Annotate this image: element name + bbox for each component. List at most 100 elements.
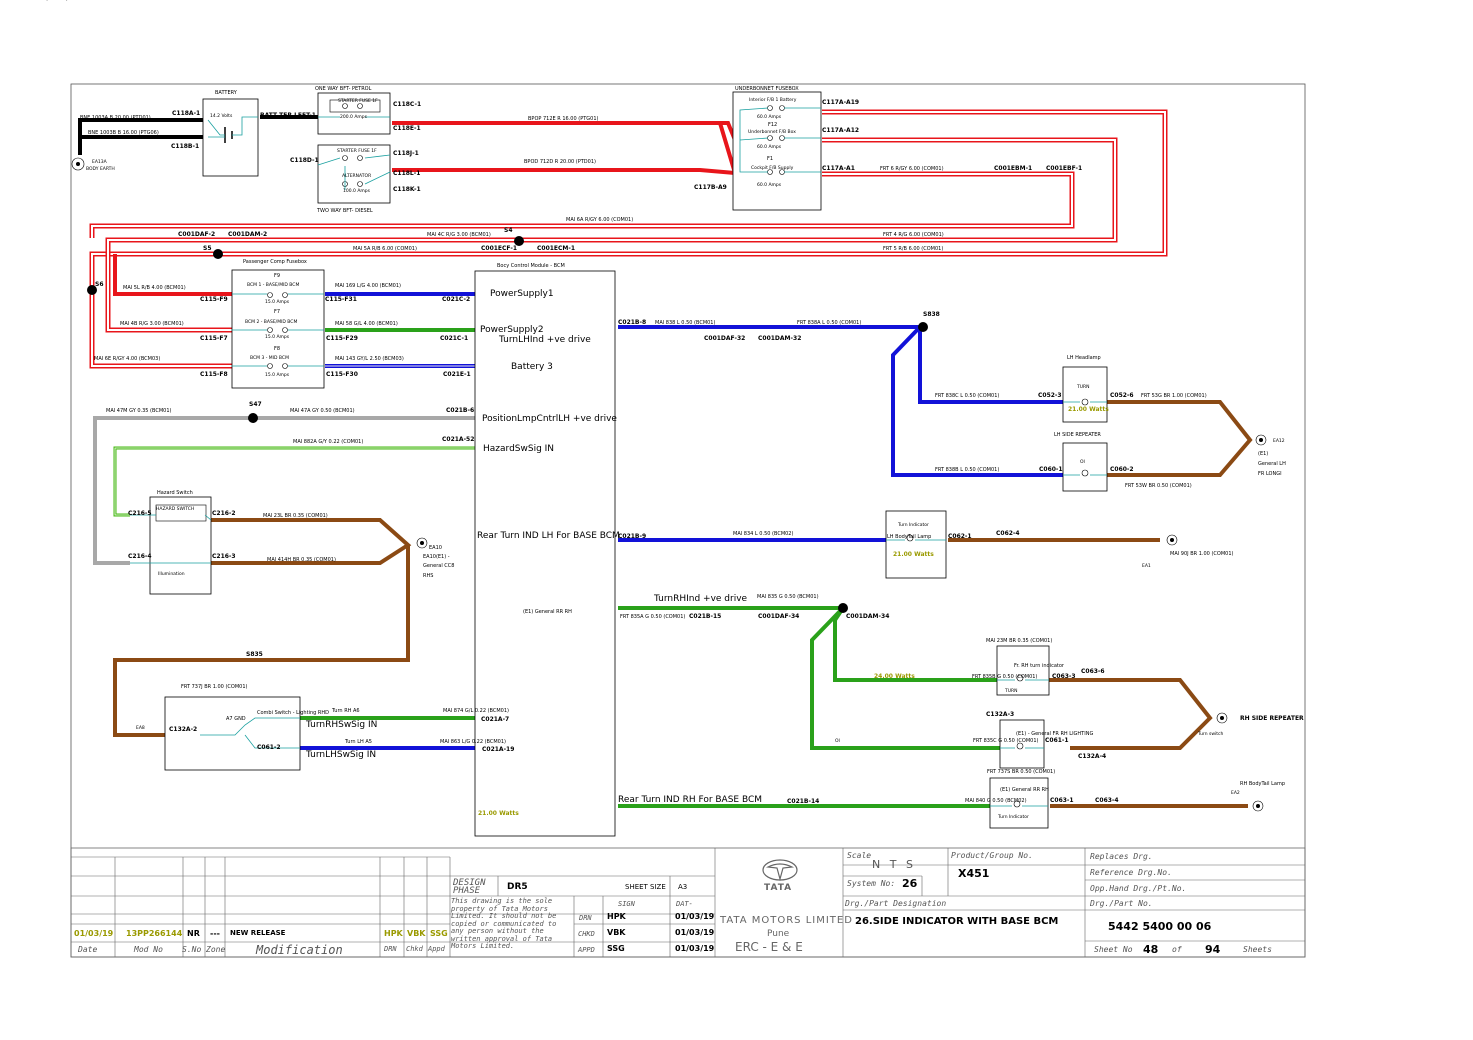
label-42: C001DAM-2 [228,231,267,238]
body-control-module[interactable] [474,270,616,837]
label-92: C052-3 [1038,392,1062,399]
wire-frt-6-mai-6a[interactable] [89,171,1075,238]
company-city: Pune [767,929,790,939]
label-54: MAI 5L R/B 4.00 (BCM01) [123,285,186,291]
label-139: FRT 835A G 0.50 (COM01) [620,614,685,620]
label-84: C001DAF-32 [704,335,745,342]
company-name: TATA MOTORS LIMITED [720,915,853,926]
tata-logo-icon [762,859,798,882]
wire-mai-5l[interactable] [113,254,232,296]
wire-mai-23m[interactable] [113,545,410,737]
label-10: Interior F/B 1 Battery [749,97,797,103]
rh-bodytail-lamp[interactable] [989,777,1049,829]
label-30: C118K-1 [393,186,421,193]
lh-bodytail-lamp[interactable] [885,510,947,579]
ea12-earth-icon [1255,434,1267,446]
property-note: This drawing is the sole property of Tat… [451,897,557,950]
passenger-comp-fusebox[interactable] [231,269,325,389]
wire-mai-47m-47a[interactable] [93,416,475,565]
battery-internal [207,116,258,138]
label-165: FRT 835C G 0.50 (COM01) [973,738,1038,744]
label-132: C062-1 [948,533,972,540]
label-91: FRT 838C L 0.50 (COM01) [935,393,999,399]
label-7: 100.0 Amps [343,188,371,194]
label-180: C021B-14 [787,798,819,805]
fuse-terminal [357,103,363,109]
splice-s6[interactable] [87,285,97,295]
two-way-internal [317,154,391,190]
scale-value: N T S [872,858,916,871]
label-70: C021C-1 [440,335,468,342]
hdr-zone: Zone [206,945,226,954]
wire-frt-737j-737s[interactable] [1049,678,1213,750]
label-103: General LH [1258,461,1286,467]
wire-frt-53g-53w[interactable] [1107,400,1253,477]
rev-mod-no: 13PP266144 [126,929,183,938]
label-127: C021B-9 [618,533,646,540]
label-32: BPOD 712D R 20.00 (PTD01) [524,159,596,165]
label-152: Combi Switch - Lighting RHD [257,710,329,716]
of-label: of [1172,945,1182,954]
wire-bpop-712e[interactable] [392,121,737,174]
label-6: ALTERNATOR [342,173,371,179]
label-141: C001DAF-34 [758,613,799,620]
drn-sign: HPK [607,912,626,921]
reference-label: Reference Drg.No. [1090,868,1172,877]
combi-switch-lighting-rhd[interactable] [164,696,301,771]
wire-frt-838c[interactable] [918,327,1063,404]
label-114: HAZARD SWITCH [156,506,194,512]
label-184: MAI 280L BR 1.00 (COM01) [0,0,68,2]
hazard-switch-box[interactable] [149,496,212,595]
label-150: C063-6 [1081,668,1105,675]
wire-frt-835c[interactable] [810,606,1044,750]
splice-s47[interactable] [248,413,258,423]
label-157: C132A-3 [986,711,1014,718]
label-120: C216-3 [212,553,236,560]
wire-mai-882a-stripe [114,447,475,516]
earth-dot [1256,804,1260,808]
splice-s4[interactable] [514,236,524,246]
label-88: LH Headlamp [1067,355,1101,361]
label-40: MAI 6A R/GY 6.00 (COM01) [566,217,633,223]
lh-headlamp[interactable] [1062,366,1108,423]
total-sheets-value: 94 [1205,943,1221,956]
part-designation-label: Drg./Part Designation [845,899,947,908]
sheet-size-value: A3 [678,883,688,891]
label-162: Turn switch [1197,731,1223,737]
label-178: 21.00 Watts [478,810,519,817]
label-97: FRT 838B L 0.50 (COM01) [935,467,999,473]
company-logo-text: TATA [764,883,793,893]
battery-box[interactable] [202,98,259,177]
label-122: EA10 [429,545,442,551]
splice-s5[interactable] [213,249,223,259]
label-60: MAI 169 L/G 4.00 (BCM01) [335,283,401,289]
label-177: Turn Indicator [997,814,1029,820]
wire-frt-838b[interactable] [891,325,1063,477]
label-156: TurnRHSwSig IN [305,720,377,730]
two-way-bft-box[interactable] [317,144,391,204]
appd-sign: SSG [607,944,625,953]
label-1: 14.2 Volts [210,113,233,119]
rev-s-no: NR [187,929,200,938]
label-87: S838 [923,311,940,318]
fr-rh-turn-indicator[interactable] [996,645,1050,696]
label-69: MAI 58 G/L 4.00 (BCM01) [335,321,398,327]
sheets-label: Sheets [1243,945,1272,954]
label-151: FRT 737J BR 1.00 (COM01) [181,684,248,690]
splice-s835[interactable] [838,603,848,613]
rh-side-repeater[interactable] [999,719,1045,769]
label-130: Turn Indicator [897,522,929,528]
wire-bpod-712d[interactable] [392,168,736,175]
label-119: C216-4 [128,553,152,560]
splice-s838[interactable] [918,322,928,332]
chkd-sign: VBK [607,928,626,937]
label-8: TWO WAY BFT- DIESEL [316,208,373,214]
ea8-earth-icon [1216,712,1228,724]
label-161: A7 GND [226,716,246,722]
underbonnet-fusebox[interactable] [732,91,822,211]
lh-side-repeater[interactable] [1062,442,1108,492]
label-135: EA1 [1142,563,1151,569]
hazard-internal [130,514,212,564]
label-145: Fr. RH turn indicator [1014,663,1065,669]
